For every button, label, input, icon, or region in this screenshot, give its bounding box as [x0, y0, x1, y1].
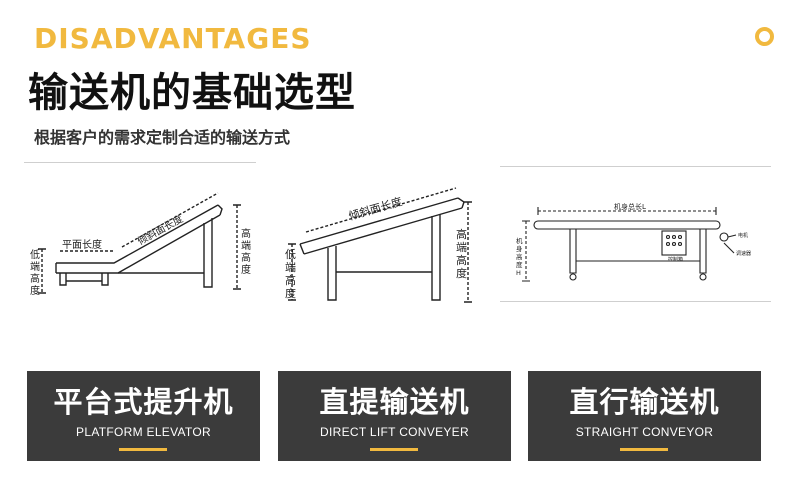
high-label-1: 高 [456, 227, 467, 241]
low-label-1: 低 [30, 248, 40, 261]
card-title-cn: 平台式提升机 [53, 385, 234, 419]
high-label-3: 高 [241, 251, 251, 264]
straight-conveyor-diagram: 机身总长L 机 身 高 度 H 电机 控制箱 调速器 [516, 202, 751, 282]
slope-length-label: 倾斜面长度 [347, 194, 404, 223]
high-label-4: 度 [241, 263, 251, 276]
height-label-4: 度 [516, 260, 523, 269]
divider-left [24, 162, 256, 163]
low-label-2: 端 [30, 260, 40, 273]
flat-length-label: 平面长度 [62, 238, 102, 251]
high-label-1: 高 [241, 227, 251, 240]
high-label-4: 度 [456, 266, 467, 280]
card-title-en: PLATFORM ELEVATOR [76, 425, 211, 439]
accent-bar [119, 448, 167, 451]
page-subtitle: 根据客户的需求定制合适的输送方式 [34, 128, 291, 147]
high-label-2: 端 [456, 241, 467, 254]
motor-label: 电机 [738, 232, 748, 239]
card-direct-lift: 直提输送机 DIRECT LIFT CONVEYER [278, 371, 511, 461]
low-label-3: 高 [30, 272, 40, 285]
low-label-4: 度 [285, 286, 296, 300]
height-label-3: 高 [516, 252, 523, 261]
low-label-4: 度 [30, 284, 40, 297]
slope-length-label: 倾斜面长度 [135, 212, 185, 248]
card-title-en: STRAIGHT CONVEYOR [575, 425, 714, 439]
height-label-5: H [516, 269, 521, 277]
page-title: 输送机的基础选型 [28, 70, 356, 116]
adjust-label: 调速器 [736, 250, 751, 257]
eyebrow-heading: DISADVANTAGES [34, 22, 312, 55]
total-length-label: 机身总长L [614, 202, 646, 211]
high-label-2: 端 [241, 239, 251, 252]
card-straight-conveyor: 直行输送机 STRAIGHT CONVEYOR [528, 371, 761, 461]
control-box-label: 控制箱 [668, 256, 683, 263]
low-label-2: 端 [285, 261, 296, 274]
divider-right-top [500, 166, 771, 167]
height-label-1: 机 [516, 236, 523, 245]
ring-icon [755, 27, 774, 46]
card-title-cn: 直提输送机 [319, 385, 470, 419]
accent-bar [620, 448, 668, 451]
height-label-2: 身 [516, 244, 523, 253]
low-label-3: 高 [285, 273, 296, 287]
direct-lift-diagram: 倾斜面长度 低 端 高 度 高 端 高 度 [285, 187, 472, 303]
divider-right-bottom [500, 301, 771, 302]
platform-elevator-diagram: 平面长度 倾斜面长度 低 端 高 度 高 端 高 度 [30, 192, 251, 297]
card-platform-elevator: 平台式提升机 PLATFORM ELEVATOR [27, 371, 260, 461]
accent-bar [370, 448, 418, 451]
card-title-en: DIRECT LIFT CONVEYER [320, 425, 469, 439]
low-label-1: 低 [285, 248, 296, 261]
card-title-cn: 直行输送机 [569, 385, 720, 419]
high-label-3: 高 [456, 253, 467, 267]
